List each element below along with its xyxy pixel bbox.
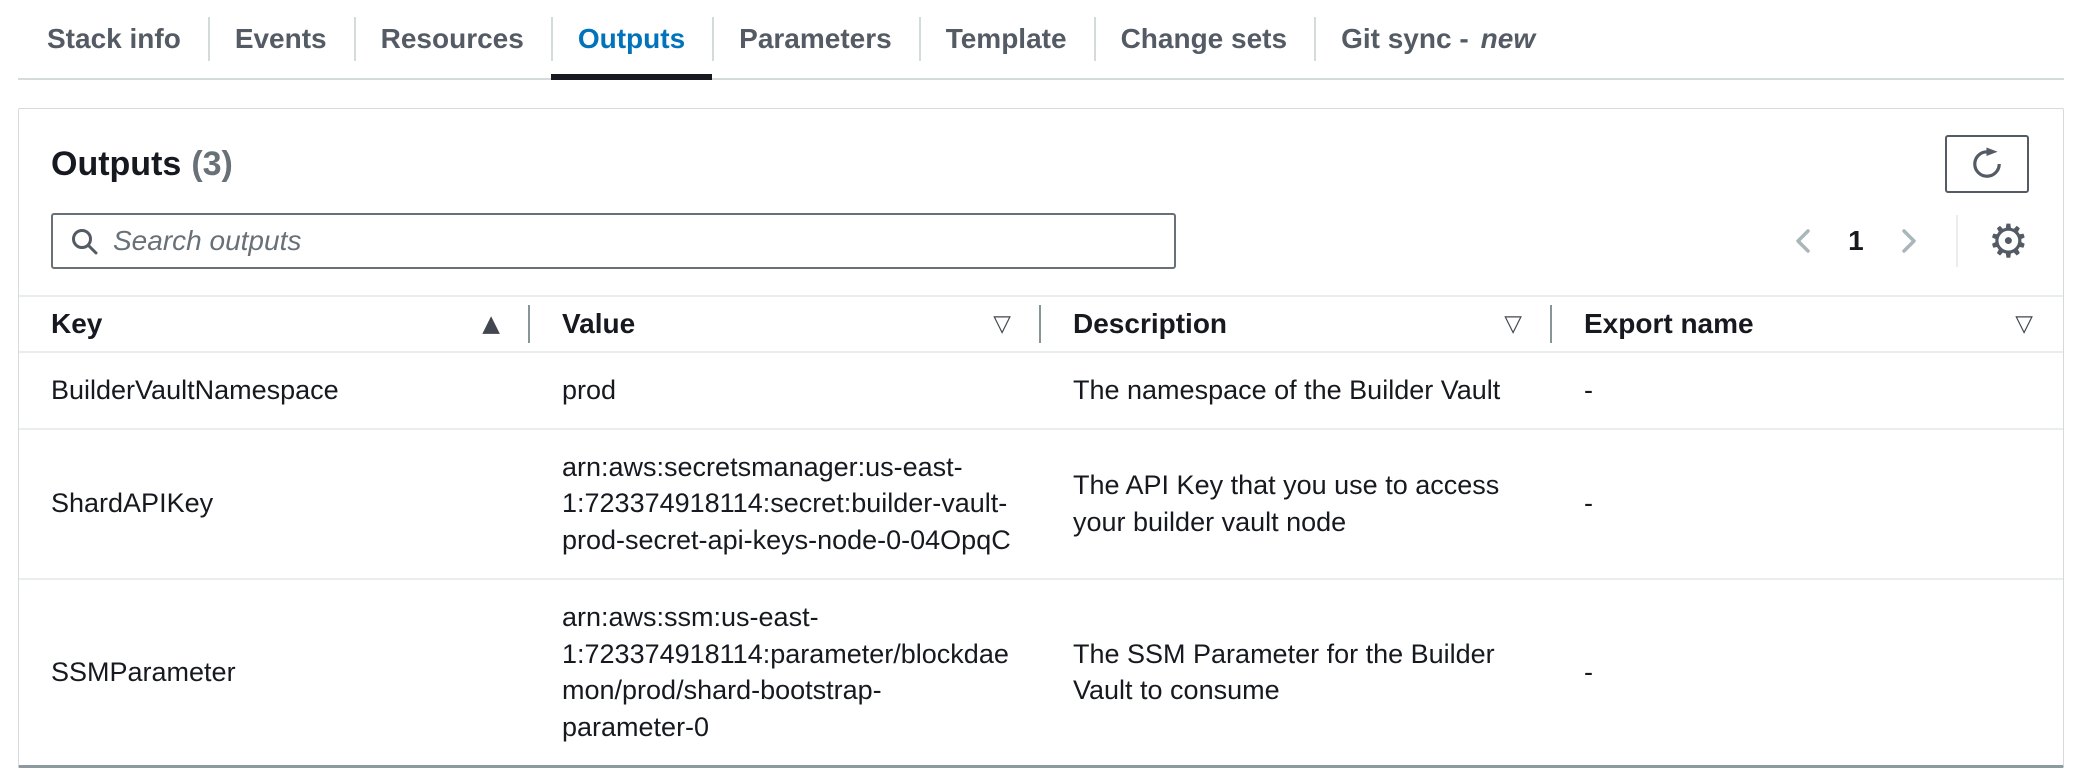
search-input[interactable] xyxy=(113,225,1158,257)
table-header-row: Key ▲ Value ▽ Description ▽ Export name … xyxy=(19,295,2063,353)
tab-label: Events xyxy=(234,23,327,54)
refresh-icon xyxy=(1970,147,2004,181)
tab-git-sync[interactable]: Git sync - new xyxy=(1314,0,1562,78)
cell-export-name: - xyxy=(1584,656,1593,687)
search-box xyxy=(51,213,1176,269)
panel-header: Outputs(3) xyxy=(19,109,2063,193)
tab-label: Template xyxy=(945,23,1067,54)
current-page-number: 1 xyxy=(1848,225,1864,256)
cell-value: prod xyxy=(562,375,617,405)
column-header-description[interactable]: Description ▽ xyxy=(1041,297,1552,351)
column-label: Key xyxy=(51,308,103,339)
tab-events[interactable]: Events xyxy=(208,0,354,78)
column-label: Export name xyxy=(1584,308,1754,339)
tab-resources[interactable]: Resources xyxy=(354,0,551,78)
sort-ascending-icon[interactable]: ▲ xyxy=(482,311,500,337)
tab-label: Resources xyxy=(380,23,524,54)
search-icon xyxy=(69,226,99,256)
panel-title-text: Outputs xyxy=(51,144,182,183)
column-header-key[interactable]: Key ▲ xyxy=(19,297,530,351)
tab-stack-info[interactable]: Stack info xyxy=(20,0,208,78)
cell-value: arn:aws:ssm:us-east-1:723374918114:param… xyxy=(562,601,1009,743)
next-page-button[interactable] xyxy=(1892,220,1926,262)
tab-change-sets[interactable]: Change sets xyxy=(1094,0,1315,78)
outputs-count: (3) xyxy=(191,144,233,183)
column-header-value[interactable]: Value ▽ xyxy=(530,297,1041,351)
pagination: 1 ⚙ xyxy=(1786,215,2029,267)
previous-page-button[interactable] xyxy=(1786,220,1820,262)
outputs-panel: Outputs(3) xyxy=(18,108,2064,768)
tab-outputs[interactable]: Outputs xyxy=(550,0,713,80)
refresh-button[interactable] xyxy=(1945,135,2029,193)
chevron-left-icon xyxy=(1792,226,1814,256)
cell-description: The API Key that you use to access your … xyxy=(1073,470,1500,537)
table-row: SSMParameter arn:aws:ssm:us-east-1:72337… xyxy=(19,580,2063,765)
panel-title: Outputs(3) xyxy=(51,145,233,184)
tab-template[interactable]: Template xyxy=(919,0,1094,78)
outputs-table: Key ▲ Value ▽ Description ▽ Export name … xyxy=(19,295,2063,765)
preferences-button[interactable]: ⚙ xyxy=(1988,218,2029,264)
toolbar-divider xyxy=(1955,215,1958,267)
tab-label: Outputs xyxy=(577,23,686,54)
sort-icon[interactable]: ▽ xyxy=(2015,311,2033,337)
column-header-export-name[interactable]: Export name ▽ xyxy=(1552,297,2063,351)
cell-export-name: - xyxy=(1584,488,1593,519)
chevron-right-icon xyxy=(1898,226,1920,256)
sort-icon[interactable]: ▽ xyxy=(993,311,1011,337)
cell-description: The SSM Parameter for the Builder Vault … xyxy=(1073,638,1495,706)
stack-tab-bar: Stack info Events Resources Outputs Para… xyxy=(18,0,2064,80)
new-badge: new xyxy=(1480,23,1536,54)
column-label: Description xyxy=(1073,308,1228,339)
cell-export-name: - xyxy=(1584,375,1593,405)
table-toolbar: 1 ⚙ xyxy=(19,193,2063,269)
tab-label: Change sets xyxy=(1120,23,1288,54)
tab-label: Parameters xyxy=(739,23,892,54)
cell-key: BuilderVaultNamespace xyxy=(51,375,339,405)
cell-key: SSMParameter xyxy=(51,656,236,687)
cell-value: arn:aws:secretsmanager:us-east-1:7233749… xyxy=(562,451,1011,556)
cell-description: The namespace of the Builder Vault xyxy=(1073,375,1501,405)
cell-key: ShardAPIKey xyxy=(51,488,214,519)
tab-label: Git sync - xyxy=(1341,23,1469,54)
sort-icon[interactable]: ▽ xyxy=(1504,311,1522,337)
tab-label: Stack info xyxy=(47,23,181,54)
tab-parameters[interactable]: Parameters xyxy=(712,0,919,78)
table-row: ShardAPIKey arn:aws:secretsmanager:us-ea… xyxy=(19,430,2063,580)
gear-icon: ⚙ xyxy=(1987,214,2029,268)
table-row: BuilderVaultNamespace prod The namespace… xyxy=(19,353,2063,430)
column-label: Value xyxy=(562,308,636,339)
